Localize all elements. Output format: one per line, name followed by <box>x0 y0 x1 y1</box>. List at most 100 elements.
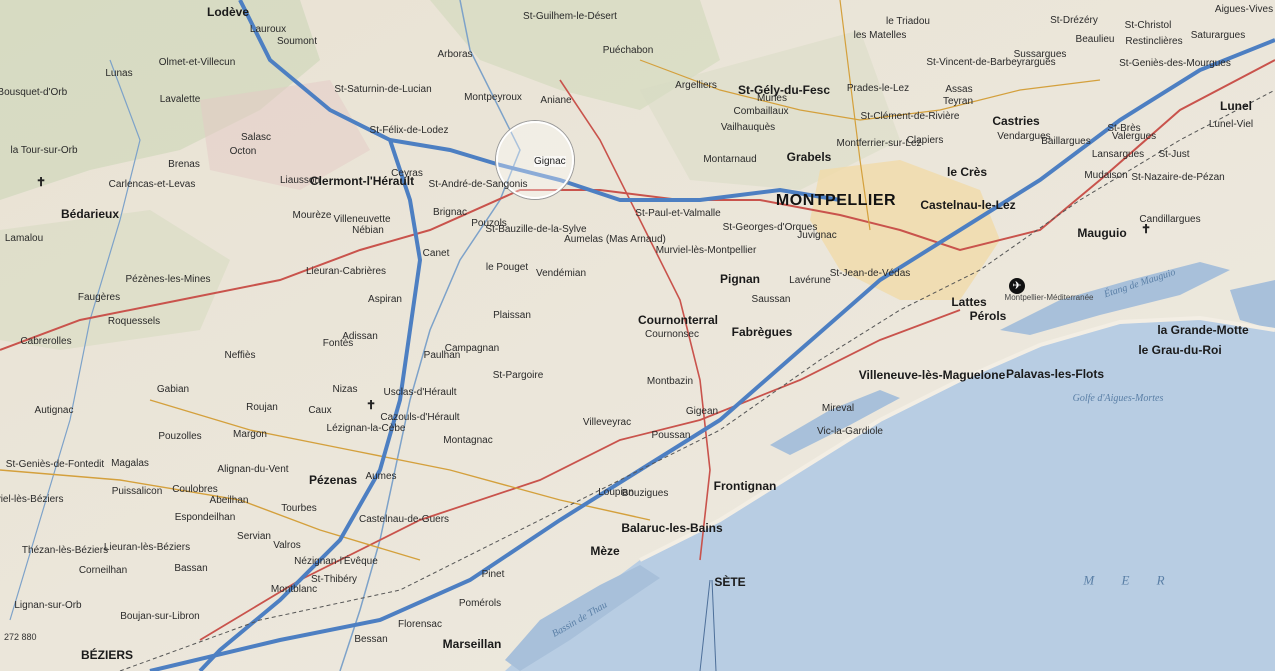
place-label-espondeilhan: Espondeilhan <box>174 512 236 523</box>
place-label-loupian: Loupian <box>598 487 634 498</box>
place-label-st-jean-vedas: St-Jean-de-Védas <box>829 268 911 279</box>
place-label-saturargues: Saturargues <box>1190 30 1246 41</box>
place-label-soumont: Soumont <box>276 36 318 47</box>
place-label-st-just: St-Just <box>1158 149 1190 160</box>
place-label-cournonterral: Cournonterral <box>637 313 719 327</box>
place-label-puechabon: Puéchabon <box>602 45 654 56</box>
place-label-fabregues: Fabrègues <box>731 325 793 339</box>
place-label-lauret: Lauroux <box>249 24 287 35</box>
place-label-faugeres: Faugères <box>77 292 121 303</box>
place-label-montarnaud: Montarnaud <box>703 154 757 165</box>
place-label-saussan: Saussan <box>751 294 791 305</box>
place-label-st-saturnin: St-Saturnin-de-Lucian <box>334 84 432 95</box>
place-label-olmet: Olmet-et-Villecun <box>158 57 236 68</box>
place-label-gigean: Gigean <box>685 406 719 417</box>
herault-river <box>339 0 521 671</box>
place-label-pomerols: Pomérols <box>458 598 502 609</box>
place-label-lansargues: Lansargues <box>1091 149 1145 160</box>
place-label-laverune: Lavérune <box>789 275 831 286</box>
place-label-lecres: le Crès <box>946 165 988 179</box>
place-label-montagnac: Montagnac <box>443 435 493 446</box>
port-jetty-2 <box>711 579 717 671</box>
road-coastal <box>199 309 961 641</box>
place-label-grande-motte: la Grande-Motte <box>1157 323 1249 337</box>
scale-note: 272 880 <box>4 632 37 642</box>
place-label-roquessels: Roquessels <box>107 316 161 327</box>
place-label-lodeve: Lodève <box>206 5 250 19</box>
place-label-pignan: Pignan <box>719 272 761 286</box>
place-label-lunas: Lunas <box>105 68 133 79</box>
chapel-icon-central: ✝ <box>366 398 377 412</box>
place-label-alignan: Alignan-du-Vent <box>217 464 289 475</box>
place-label-sete: SÈTE <box>714 575 746 589</box>
road-secondary-4 <box>839 0 871 231</box>
port-jetty <box>699 579 711 671</box>
place-label-mudaison: Mudaison <box>1084 170 1128 181</box>
place-label-murviel: Murviel-lès-Montpellier <box>655 245 757 256</box>
place-label-st-paul: St-Paul-et-Valmalle <box>635 208 721 219</box>
place-label-pouzolles: Pouzolles <box>158 431 202 442</box>
place-label-usclas: Usclas-d'Hérault <box>383 387 457 398</box>
place-label-aigues-vives: Aigues-Vives <box>1214 4 1274 15</box>
motorway-a75 <box>198 0 423 671</box>
road-north-south <box>559 79 711 561</box>
place-label-perols: Pérols <box>969 309 1007 323</box>
place-label-aspiran: Aspiran <box>368 294 402 305</box>
place-label-vendemian: Vendémian <box>535 268 587 279</box>
road-secondary-2 <box>0 469 421 561</box>
forest-area-north <box>430 0 720 110</box>
place-label-frontignan: Frontignan <box>713 479 777 493</box>
place-label-mauguio: Mauguio <box>1077 226 1127 240</box>
montpellier-urban-area <box>810 160 1000 300</box>
place-label-st-bauzille: St-Bauzille-de-la-Sylve <box>485 224 587 235</box>
place-label-st-bres: St-Brès <box>1107 123 1141 134</box>
place-label-castries: Castries <box>992 114 1040 128</box>
place-label-montblanc: Montblanc <box>270 584 318 595</box>
place-label-lunel: Lunel <box>1220 99 1252 113</box>
place-label-assas: Assas <box>945 84 973 95</box>
place-label-nebian: Nébian <box>352 225 384 236</box>
garrigue-area <box>640 30 900 190</box>
place-label-lavalette: Lavalette <box>159 94 201 105</box>
coast-line <box>639 315 1275 562</box>
road-secondary-3 <box>639 59 1101 121</box>
place-label-cournonsec: Cournonsec <box>645 329 699 340</box>
sea-area <box>505 318 1275 671</box>
etang-east <box>1230 280 1275 330</box>
place-label-st-felix: St-Félix-de-Lodez <box>369 125 449 136</box>
place-label-le-triadou: le Triadou <box>886 16 930 27</box>
place-label-fontes: Fontès <box>322 338 354 349</box>
place-label-teyran: Teyran <box>942 96 974 107</box>
place-label-grau-du-roi: le Grau-du-Roi <box>1138 343 1222 357</box>
focus-place-label: Gignac <box>534 156 566 167</box>
place-label-poussan: Poussan <box>651 430 691 441</box>
place-label-paulhan: Paulhan <box>423 350 461 361</box>
place-label-montbazin: Montbazin <box>646 376 694 387</box>
place-label-autignac: Autignac <box>34 405 74 416</box>
place-label-la-tour: la Tour-sur-Orb <box>10 145 78 156</box>
place-label-valergues: Valergues <box>1111 131 1157 142</box>
etang-de-vic <box>770 390 900 455</box>
place-label-abeilhan: Abeilhan <box>209 495 249 506</box>
place-label-argelliers: Argelliers <box>675 80 717 91</box>
place-label-st-drezery: St-Drézéry <box>1050 15 1098 26</box>
place-label-restinclieres: Restinclières <box>1125 36 1183 47</box>
place-label-villeneuve: Villeneuve-lès-Maguelone <box>858 368 1006 382</box>
place-label-aumes: Aumes <box>365 471 397 482</box>
place-label-ceyras: Ceyras <box>391 168 423 179</box>
motorway-a9 <box>149 38 1275 671</box>
place-label-caux: Caux <box>308 405 332 416</box>
chapel-icon-west: ✝ <box>36 175 47 189</box>
place-label-murviel-beziers: Murviel-lès-Béziers <box>0 494 64 505</box>
road-secondary-1 <box>149 399 651 521</box>
place-label-marseillan: Marseillan <box>442 637 502 651</box>
place-label-aniane: Aniane <box>540 95 572 106</box>
place-label-port-barcares: St-Geniès-de-Fontedit <box>5 459 105 470</box>
place-label-castelnau-guers: Castelnau-de-Guers <box>358 514 450 525</box>
place-label-boujan: Boujan-sur-Libron <box>120 611 200 622</box>
place-label-murles: Murles <box>756 93 788 104</box>
place-label-bouzigues: Bouzigues <box>621 488 669 499</box>
place-label-villeneuvette: Villeneuvette <box>333 214 391 225</box>
